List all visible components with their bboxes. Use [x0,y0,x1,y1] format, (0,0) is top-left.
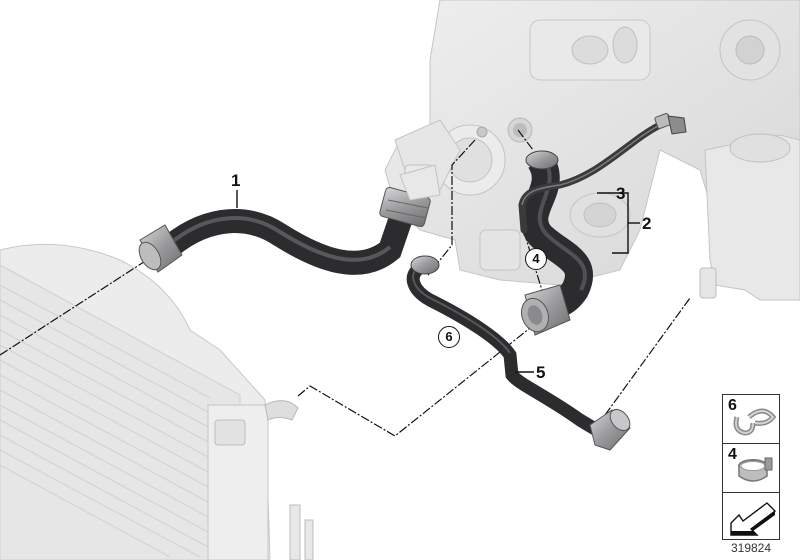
hose-1 [138,186,431,275]
installation-direction-arrow-icon [730,502,777,536]
reference-number: 319824 [730,541,772,555]
callout-1: 1 [231,171,241,190]
legend-item-spring-clamp: 6 [722,394,780,444]
legend-item-band-clamp: 4 [722,443,780,493]
legend-number: 6 [728,397,737,414]
callout-3: 3 [616,184,626,203]
spring-clamp-icon [733,408,777,436]
hose-3-fitting-lower [520,284,571,336]
callout-leaders [236,190,640,373]
callout-2: 2 [642,214,652,233]
band-clamp-icon [738,457,773,482]
legend-item-direction-arrow [722,492,780,540]
callout-6: 6 [438,326,460,348]
expansion-tank [699,133,800,301]
hose-5-fitting-lower [589,408,631,451]
hose-5-fitting-upper [410,255,440,275]
hose-5 [406,255,631,451]
hose-3 [518,113,687,336]
callout-5: 5 [536,363,546,382]
radiator [0,243,314,560]
engine-block [384,0,800,286]
callout-4: 4 [525,248,547,270]
legend-number: 4 [728,446,737,463]
hose-1-fitting-radiator [138,224,183,273]
